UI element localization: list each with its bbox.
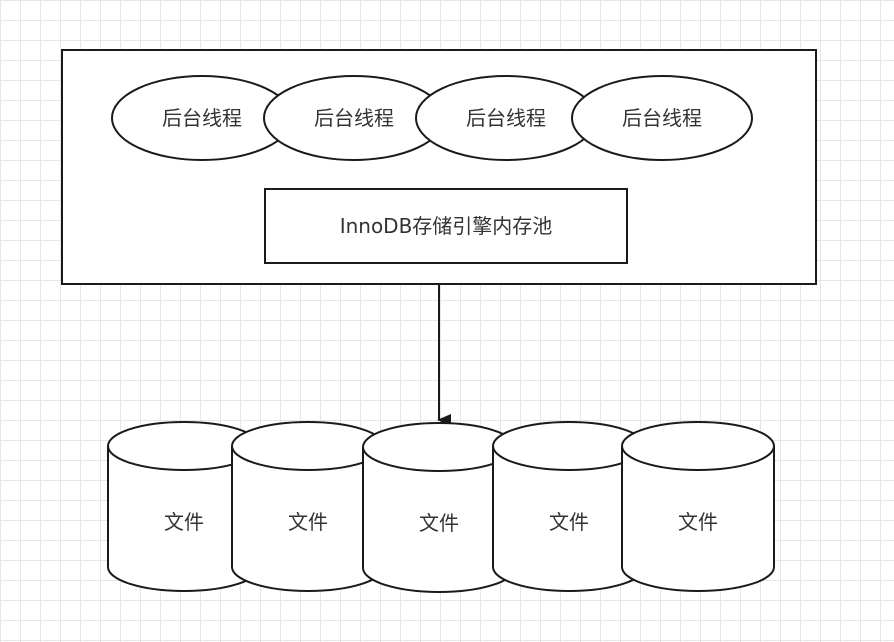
file-label-5: 文件 [678,510,718,534]
file-cylinder-4[interactable]: 文件 [492,421,646,592]
thread-label-3: 后台线程 [466,106,546,130]
file-cylinder-2[interactable]: 文件 [231,421,385,592]
thread-ellipse-4[interactable]: 后台线程 [571,75,753,161]
thread-label-4: 后台线程 [622,106,702,130]
file-label-4: 文件 [549,510,589,534]
file-label-2: 文件 [288,510,328,534]
thread-label-1: 后台线程 [162,106,242,130]
file-label-1: 文件 [164,510,204,534]
file-label-3: 文件 [419,511,459,535]
buffer-pool-label: InnoDB存储引擎内存池 [340,214,553,238]
thread-ellipse-3[interactable]: 后台线程 [415,75,597,161]
thread-ellipse-1[interactable]: 后台线程 [111,75,293,161]
thread-label-2: 后台线程 [314,106,394,130]
buffer-pool-box[interactable]: InnoDB存储引擎内存池 [264,188,628,264]
file-cylinder-5[interactable]: 文件 [621,421,775,592]
